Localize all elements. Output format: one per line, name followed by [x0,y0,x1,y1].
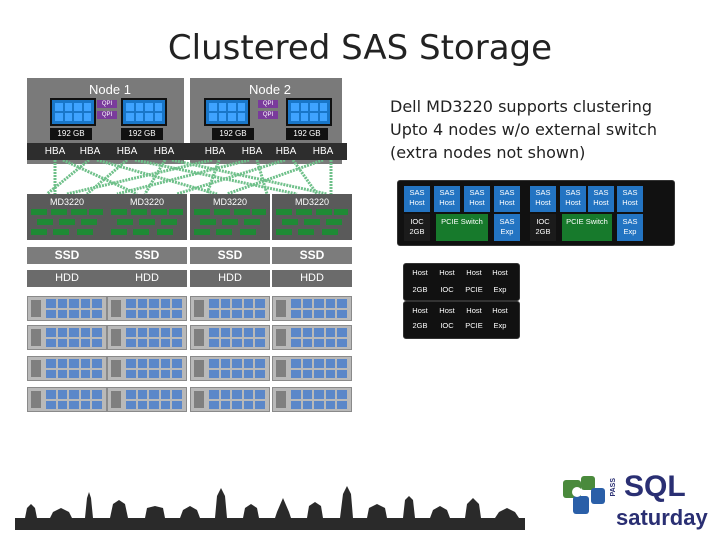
hba-card: HBA [241,146,263,157]
ssd-tier: SSD [27,247,107,264]
pcie-label: PCIE [465,321,483,330]
sas-cables [46,160,333,196]
cpu-chip [121,98,167,126]
host-label: Host [412,268,428,277]
cpu-chip [204,98,250,126]
logo-saturday: saturday [616,505,708,530]
array-label: MD3220 [49,197,85,207]
ioc-label: IOC [440,321,454,330]
cpu-chip [286,98,332,126]
exp-label: Exp [493,321,507,330]
pcie-label: PCIE [465,285,483,294]
disk-enclosure [27,387,107,412]
host-label: Host [492,268,508,277]
pcie-switch: PCIE Switch [436,214,488,241]
host-row-panel [403,263,520,301]
disk-enclosure [190,296,270,321]
array-label: MD3220 [294,197,330,207]
hdd-tier: HDD [107,270,187,287]
memory-bank: 192 GB [286,128,328,140]
hba-card: HBA [79,146,101,157]
sas-host-port: SAS Host [464,186,490,212]
sas-host-port: SAS Host [530,186,556,212]
host-label: Host [412,306,428,315]
qpi-link: QPI [258,100,278,108]
qpi-link: QPI [258,111,278,119]
ioc-cache: IOC 2GB [404,214,430,241]
cache-label: 2GB [412,321,428,330]
key-icon [572,487,582,497]
hba-card: HBA [312,146,334,157]
sqlsaturday-logo [563,476,605,514]
sas-host-port: SAS Host [434,186,460,212]
disk-enclosure [272,356,352,381]
host-label: Host [439,268,455,277]
ssd-tier: SSD [107,247,187,264]
sas-host-port: SAS Host [588,186,614,212]
sas-expander: SAS Exp [494,214,520,241]
disk-enclosure [107,387,187,412]
cpu-chip [50,98,96,126]
array-controllers [31,209,348,235]
host-label: Host [466,268,482,277]
sas-host-port: SAS Host [617,186,643,212]
hba-strip [27,143,347,160]
disk-enclosure [27,325,107,350]
host-row-panel [403,301,520,339]
disk-enclosure [190,387,270,412]
cache-label: 2GB [412,285,428,294]
hdd-tier: HDD [272,270,352,287]
description-line: Upto 4 nodes w/o external switch [390,120,657,139]
hdd-tier: HDD [190,270,270,287]
hba-card: HBA [116,146,138,157]
disk-enclosure [272,296,352,321]
disk-enclosure [190,356,270,381]
disk-enclosure [107,356,187,381]
disk-enclosure [107,325,187,350]
array-label: MD3220 [129,197,165,207]
host-label: Host [439,306,455,315]
sas-host-port: SAS Host [494,186,520,212]
node-2-label: Node 2 [249,82,291,97]
slide-title: Clustered SAS Storage [167,28,553,68]
skyline-decoration [15,486,525,530]
hba-card: HBA [153,146,175,157]
disk-enclosure [107,296,187,321]
sas-host-port: SAS Host [560,186,586,212]
description-line: (extra nodes not shown) [390,143,586,162]
memory-bank: 192 GB [121,128,163,140]
sas-host-port: SAS Host [404,186,430,212]
memory-bank: 192 GB [212,128,254,140]
hba-card: HBA [204,146,226,157]
ssd-tier: SSD [272,247,352,264]
sas-expander: SAS Exp [617,214,643,241]
logo-sql: SQL [624,470,686,503]
disk-enclosure [272,325,352,350]
array-label: MD3220 [212,197,248,207]
host-label: Host [492,306,508,315]
disk-enclosure [27,356,107,381]
ssd-tier: SSD [190,247,270,264]
qpi-link: QPI [97,111,117,119]
pcie-switch: PCIE Switch [562,214,612,241]
ioc-cache: IOC 2GB [530,214,556,241]
disk-enclosure [272,387,352,412]
exp-label: Exp [493,285,507,294]
memory-bank: 192 GB [50,128,92,140]
description-line: Dell MD3220 supports clustering [390,97,653,116]
disk-enclosure [190,325,270,350]
hba-card: HBA [44,146,66,157]
host-label: Host [466,306,482,315]
node-1-label: Node 1 [89,82,131,97]
hba-card: HBA [275,146,297,157]
disk-enclosure [27,296,107,321]
hdd-tier: HDD [27,270,107,287]
ioc-label: IOC [440,285,454,294]
qpi-link: QPI [97,100,117,108]
